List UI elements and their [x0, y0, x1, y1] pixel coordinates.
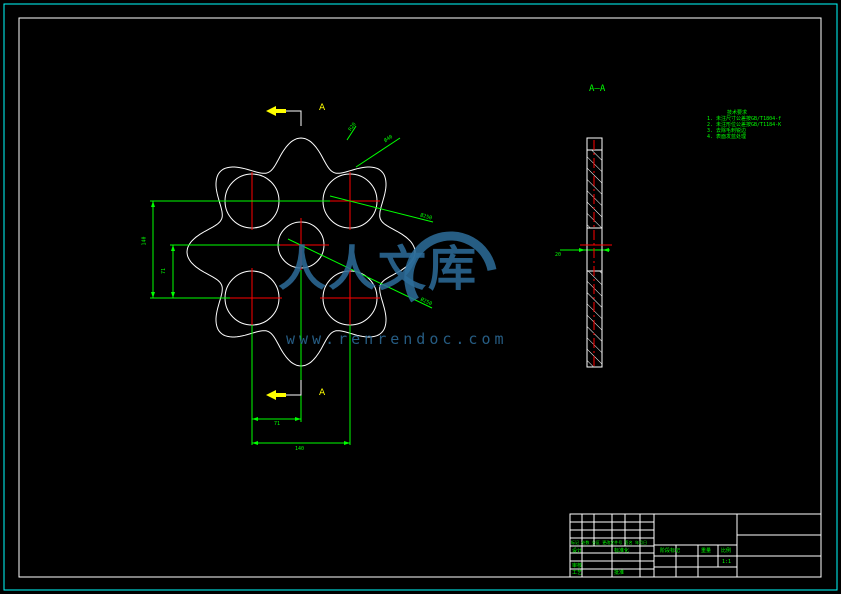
dimension-arrows	[151, 201, 609, 445]
section-view-title: A—A	[589, 84, 606, 94]
title-block-approve: 批准	[614, 570, 625, 576]
watermark-text: 人人文库	[278, 241, 479, 297]
title-block-weight: 重量	[701, 548, 712, 554]
title-block-design: 设计	[572, 548, 583, 554]
title-block-scale-label: 比例	[721, 548, 732, 554]
title-block-review: 审核	[572, 563, 583, 569]
hatch-bottom	[587, 271, 602, 367]
tech-req-title: 技术要求	[727, 110, 748, 116]
title-block-process: 工艺	[572, 570, 583, 576]
section-view	[580, 137, 612, 368]
technical-requirements: 技术要求 1. 未注尺寸公差按GB/T1804-f 2. 未注形位公差按GB/T…	[707, 110, 781, 140]
section-label-bottom: A	[319, 388, 326, 398]
title-block-header-row: 标记 处数 分区 更改文件号 签名 年月日	[571, 540, 648, 545]
dim-71-horizontal: 71	[274, 421, 281, 427]
dim-140-vertical: 140	[141, 236, 148, 246]
tech-req-line: 4. 表面发蓝处理	[707, 134, 747, 140]
inner-frame	[18, 17, 822, 578]
dim-140-horizontal: 140	[295, 446, 305, 452]
outer-frame	[3, 3, 838, 591]
title-block-standard: 标准化	[614, 548, 630, 554]
tech-req-line: 3. 去除毛刺锐边	[707, 128, 747, 134]
tech-req-line: 1. 未注尺寸公差按GB/T1804-f	[707, 116, 782, 122]
title-block-stage: 阶段标记	[660, 548, 681, 554]
section-arrow-bottom	[266, 390, 276, 400]
title-block-scale-value: 1:1	[722, 559, 732, 565]
section-arrows	[266, 106, 302, 400]
section-label-top: A	[319, 103, 326, 113]
dim-71-vertical: 71	[161, 267, 168, 275]
tech-req-line: 2. 未注形位公差按GB/T1184-K	[707, 122, 782, 128]
title-block	[569, 513, 822, 578]
dimension-lines	[150, 125, 610, 445]
section-arrow-top	[266, 106, 276, 116]
watermark-logo	[404, 231, 497, 303]
watermark-url: www.renrendoc.com	[286, 330, 508, 348]
dim-thickness: 20	[555, 252, 562, 258]
part-outline	[186, 137, 416, 367]
